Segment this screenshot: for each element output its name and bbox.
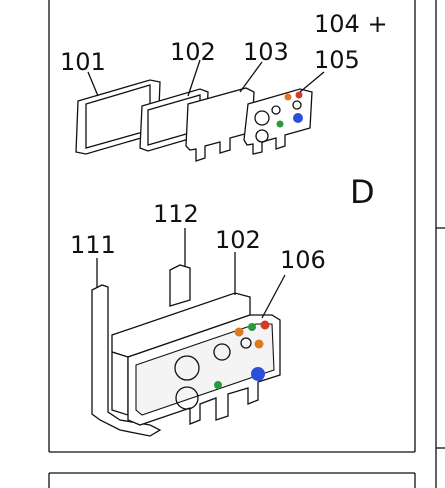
leader-lines-top — [87, 59, 325, 97]
part-106-control-panel-assembly — [127, 314, 281, 426]
green-indicator-top — [248, 323, 256, 331]
orange-indicator-lg — [234, 327, 244, 337]
part-labels: 101 102 103 104 + 105 D 112 111 102 106 — [60, 10, 388, 274]
red-indicator — [295, 91, 303, 99]
orange-indicator-2 — [254, 339, 264, 349]
label-106: 106 — [280, 246, 326, 274]
orange-indicator — [284, 93, 292, 101]
leader-lines-bottom — [96, 228, 286, 319]
part-112-support-post — [169, 264, 191, 307]
label-102-top: 102 — [170, 38, 216, 66]
label-105: 105 — [314, 46, 360, 74]
panel-frame — [48, 0, 445, 488]
label-111: 111 — [70, 231, 116, 259]
label-101: 101 — [60, 48, 106, 76]
blue-indicator-lg — [251, 367, 265, 381]
green-indicator-lg — [214, 381, 222, 389]
red-indicator-lg — [260, 320, 270, 330]
label-112: 112 — [153, 200, 199, 228]
label-104: 104 + — [314, 10, 388, 38]
label-102-bottom: 102 — [215, 226, 261, 254]
section-letter: D — [350, 173, 375, 211]
label-103: 103 — [243, 38, 289, 66]
green-indicator — [276, 120, 284, 128]
part-111-bracket — [91, 284, 162, 437]
blue-indicator — [293, 113, 303, 123]
part-104-105-control-panel — [243, 88, 313, 155]
